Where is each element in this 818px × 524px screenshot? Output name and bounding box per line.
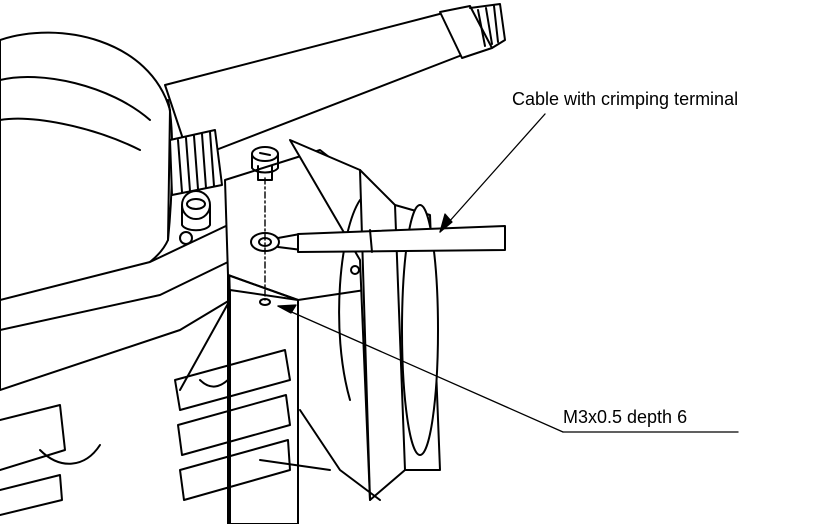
- screw-hole-callout-label: M3x0.5 depth 6: [563, 407, 688, 427]
- motor-housing: [0, 31, 174, 303]
- front-face-slots: [0, 289, 299, 524]
- tapped-hole: [259, 298, 271, 306]
- cable-callout-label: Cable with crimping terminal: [512, 89, 739, 109]
- cable-leader: [439, 113, 546, 233]
- screw-hole-leader: [277, 304, 739, 433]
- top-screw: [251, 146, 279, 181]
- rear-shaft: [164, 3, 506, 161]
- gear: [169, 129, 223, 196]
- cable: [297, 225, 506, 253]
